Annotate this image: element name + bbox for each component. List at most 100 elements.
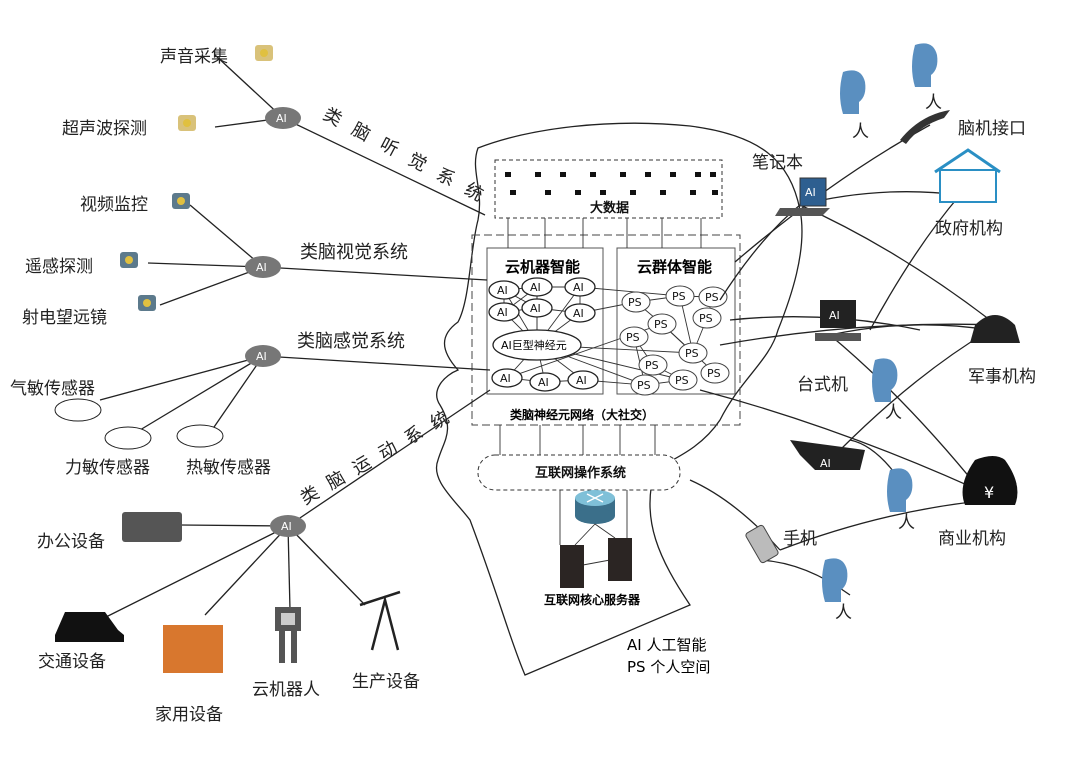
- svg-text:AI: AI: [497, 306, 508, 319]
- camera-icon: [172, 193, 190, 209]
- ps-node: PS: [698, 286, 728, 308]
- svg-text:AI: AI: [276, 112, 287, 125]
- microphone-icon: [255, 45, 273, 61]
- ai-node: AI: [491, 368, 523, 388]
- data-dot: [620, 172, 626, 177]
- label-sound-capture: 声音采集: [160, 47, 228, 67]
- ai-node: AI: [488, 302, 520, 322]
- label-radio-telescope: 射电望远镜: [22, 308, 107, 328]
- svg-text:PS: PS: [628, 296, 642, 309]
- svg-text:¥: ¥: [984, 483, 994, 502]
- ps-node: PS: [665, 285, 695, 307]
- label-phone: 手机: [783, 529, 817, 549]
- router-icon: [575, 490, 615, 524]
- svg-text:AI: AI: [530, 281, 541, 294]
- data-dot: [535, 172, 541, 177]
- legend-ps: PS 个人空间: [627, 658, 710, 676]
- ps-node: PS: [692, 307, 722, 329]
- label-video-monitoring: 视频监控: [80, 195, 148, 215]
- data-dot: [660, 190, 666, 195]
- camera-icon: [120, 252, 138, 268]
- ps-node: PS: [647, 313, 677, 335]
- government-building-icon: [934, 148, 1001, 203]
- svg-text:AI: AI: [281, 520, 292, 533]
- label-office-equipment: 办公设备: [37, 532, 105, 552]
- svg-text:PS: PS: [675, 374, 689, 387]
- data-dot: [505, 172, 511, 177]
- label-ultrasonic: 超声波探测: [62, 119, 147, 139]
- label-desktop: 台式机: [797, 375, 848, 395]
- ai-node: AI: [521, 298, 553, 318]
- label-laptop: 笔记本: [752, 153, 803, 173]
- ai-node: AI: [567, 370, 599, 390]
- internet-os-label: 互联网操作系统: [535, 465, 626, 481]
- svg-text:AI: AI: [573, 281, 584, 294]
- label-military: 军事机构: [968, 367, 1036, 387]
- oil-pump-icon: [359, 590, 401, 651]
- system-hearing: 类脑听觉系统: [320, 104, 499, 213]
- laptop-icon: [799, 177, 827, 207]
- cloud-swarm-title: 云群体智能: [637, 258, 712, 276]
- svg-text:AI: AI: [820, 457, 831, 470]
- svg-text:AI: AI: [256, 261, 267, 274]
- svg-text:AI巨型神经元: AI巨型神经元: [501, 338, 567, 352]
- right-entities: 人人人人人AI笔记本脑机接口政府机构AI台式机军事机构AI手机¥商业机构: [689, 43, 1036, 623]
- person-icon: [887, 468, 913, 512]
- server-icon: [608, 538, 632, 581]
- label-transport-equipment: 交通设备: [38, 652, 106, 672]
- data-dot: [560, 172, 566, 177]
- svg-text:PS: PS: [654, 318, 668, 331]
- ps-node: PS: [678, 342, 708, 364]
- label-person: 人: [885, 403, 902, 423]
- data-dot: [575, 190, 581, 195]
- svg-text:AI: AI: [497, 284, 508, 297]
- label-business: 商业机构: [938, 529, 1006, 549]
- internet-os-box: [477, 454, 681, 491]
- label-remote-sensing: 遥感探测: [25, 257, 93, 277]
- svg-text:AI: AI: [576, 374, 587, 387]
- ai-hub-vision: AI: [245, 256, 281, 278]
- ps-node: PS: [630, 374, 660, 396]
- sensor-icon: [176, 424, 224, 448]
- svg-text:PS: PS: [707, 367, 721, 380]
- svg-text:PS: PS: [705, 291, 719, 304]
- svg-text:PS: PS: [699, 312, 713, 325]
- sensor-icon: [54, 398, 102, 422]
- label-thermal-sensor: 热敏传感器: [186, 458, 271, 478]
- data-dot: [690, 190, 696, 195]
- big-data-dots: [505, 172, 718, 195]
- neural-network-box: [471, 234, 741, 426]
- system-vision: 类脑视觉系统: [300, 242, 408, 263]
- svg-text:AI: AI: [573, 307, 584, 320]
- neural-network-label: 类脑神经元网络（大社交）: [510, 407, 654, 422]
- data-dot: [545, 190, 551, 195]
- head-outline: [435, 122, 803, 676]
- person-icon: [872, 358, 898, 402]
- label-production-equipment: 生产设备: [352, 672, 420, 692]
- ai-node: AI: [488, 280, 520, 300]
- camera-icon: [138, 295, 156, 311]
- label-force-sensor: 力敏传感器: [65, 458, 150, 478]
- system-sensing: 类脑感觉系统: [297, 331, 405, 352]
- desktop-icon: [820, 300, 856, 328]
- os-links: [499, 425, 656, 545]
- phone-icon: [745, 524, 779, 564]
- big-data-label: 大数据: [590, 200, 629, 216]
- data-dot: [695, 172, 701, 177]
- ai-node: AI: [564, 277, 596, 297]
- svg-text:AI: AI: [829, 309, 840, 322]
- label-government: 政府机构: [935, 219, 1003, 239]
- data-dot: [600, 190, 606, 195]
- ai-node: AI: [564, 303, 596, 323]
- bci-headband-icon: [900, 110, 950, 144]
- big-data-links: [507, 218, 702, 248]
- label-person: 人: [925, 93, 942, 113]
- data-dot: [510, 190, 516, 195]
- ai-node: AI: [529, 372, 561, 392]
- robot-icon: [275, 607, 301, 663]
- ps-node: PS: [700, 362, 730, 384]
- svg-text:AI: AI: [538, 376, 549, 389]
- svg-text:PS: PS: [626, 331, 640, 344]
- svg-text:PS: PS: [685, 347, 699, 360]
- ps-node: PS: [621, 291, 651, 313]
